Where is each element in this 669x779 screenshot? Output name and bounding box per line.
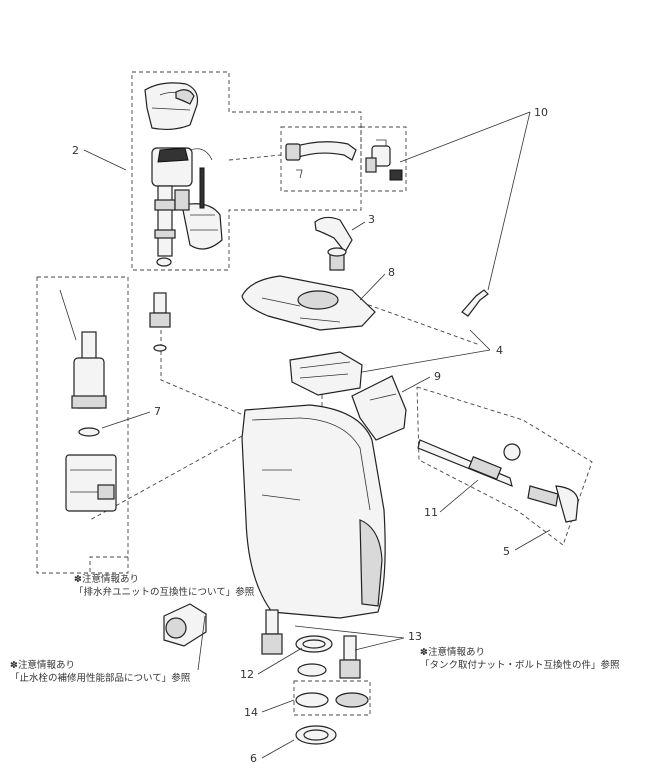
gaskets [295, 635, 369, 745]
callout-11: 11 [424, 506, 438, 519]
stop-valve-note: ✽注意情報あり 「止水栓の補修用性能部品について」参照 [10, 659, 190, 685]
spout [314, 216, 353, 271]
callout-13: 13 [408, 630, 422, 643]
stop-valve-connector [365, 139, 403, 181]
connector-line [89, 556, 128, 573]
tank-nut-note: ✽注意情報あり 「タンク取付ナット・ボルト互換性の件」参照 [420, 646, 620, 672]
float-cover [144, 82, 199, 131]
connector-line [89, 435, 243, 521]
callout-10: 10 [534, 106, 548, 119]
drain-unit-note: ✽注意情報あり 「排水弁ユニットの互換性について」参照 [74, 573, 254, 599]
tank-nut-note-ref: 「タンク取付ナット・ボルト互換性の件」参照 [420, 660, 620, 671]
overflow-pipe-parts [149, 292, 171, 352]
ballcock-assembly [151, 147, 223, 267]
stop-valve-connector-box [360, 126, 407, 192]
connector-line [228, 154, 282, 161]
supply-pipe [285, 141, 357, 179]
callout-7: 7 [154, 405, 161, 418]
callout-12: 12 [240, 668, 254, 681]
drain-valve-assembly [59, 289, 117, 512]
callout-6: 6 [250, 752, 257, 765]
drain-valve-assembly-box [36, 276, 129, 574]
callout-14: 14 [244, 706, 258, 719]
callout-5: 5 [503, 545, 510, 558]
callout-4: 4 [496, 344, 503, 357]
drain-unit-note-ref: 「排水弁ユニットの互換性について」参照 [74, 587, 255, 598]
valve-bracket [289, 351, 363, 396]
lever-holder [351, 375, 407, 441]
ballcock-assembly-box [131, 71, 362, 271]
callout-8: 8 [388, 266, 395, 279]
lid-plate [241, 275, 376, 331]
stop-valve [163, 603, 207, 671]
connector-line [354, 299, 481, 346]
connector-line [160, 330, 256, 421]
stop-valve-note-title: ✽注意情報あり [10, 660, 75, 671]
tank-nut-note-title: ✽注意情報あり [420, 647, 485, 658]
tank-nut-box [293, 680, 371, 716]
tank-body [241, 404, 386, 619]
tank-bolts [261, 609, 361, 679]
lever-rod-assembly [417, 439, 579, 523]
callout-2: 2 [72, 144, 79, 157]
drain-unit-note-title: ✽注意情報あり [74, 574, 139, 585]
callout-9: 9 [434, 370, 441, 383]
refill-tube [461, 289, 489, 317]
callout-3: 3 [368, 213, 375, 226]
stop-valve-note-ref: 「止水栓の補修用性能部品について」参照 [10, 673, 191, 684]
